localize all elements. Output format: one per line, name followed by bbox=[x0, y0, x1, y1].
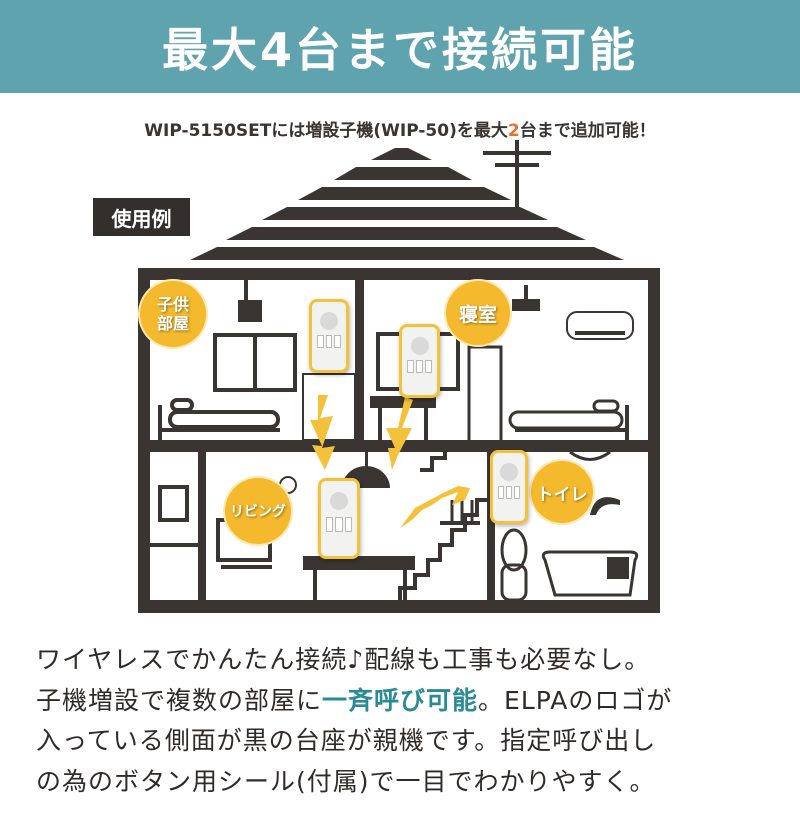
subtitle-before: WIP-5150SETには増設子機(WIP-50)を最大 bbox=[144, 121, 508, 141]
speaker-icon bbox=[500, 462, 518, 481]
description-text-segment: 子機増設で複数の部屋に bbox=[36, 685, 323, 715]
intercom-unit-living-base bbox=[318, 478, 360, 559]
button-panel bbox=[497, 485, 521, 500]
intercom-unit-kids-room bbox=[309, 299, 349, 373]
intercom-unit-toilet bbox=[490, 450, 528, 524]
room-label-toilet: トイレ bbox=[531, 461, 593, 523]
room-label-bedroom: 寝室 bbox=[446, 281, 510, 345]
room-label-text: 寝室 bbox=[458, 303, 497, 326]
subtitle-highlight: 2 bbox=[507, 121, 520, 141]
room-label-text: リビング bbox=[230, 504, 286, 520]
description-text: ワイヤレスでかんたん接続♪配線も工事も必要なし。 子機増設で複数の部屋に一斉呼び… bbox=[36, 640, 776, 802]
house-illustration bbox=[138, 140, 660, 613]
speaker-icon bbox=[410, 336, 429, 355]
room-label-text: トイレ bbox=[536, 484, 588, 505]
description-line: 入っている側面が黒の台座が親機です。指定呼び出し bbox=[36, 726, 657, 755]
description-text-segment: 。ELPAのロゴが bbox=[478, 685, 673, 715]
description-line: ワイヤレスでかんたん接続♪配線も工事も必要なし。 bbox=[36, 645, 651, 674]
room-label-kids-room: 子供 部屋 bbox=[140, 281, 206, 347]
description-emphasis: 一斉呼び可能 bbox=[322, 685, 479, 715]
button-panel bbox=[326, 517, 352, 532]
room-label-text: 部屋 bbox=[156, 314, 189, 333]
description-line: の為のボタン用シール(付属)で一目でわかりやすく。 bbox=[36, 766, 656, 796]
button-panel bbox=[317, 334, 341, 349]
button-panel bbox=[407, 359, 432, 374]
speaker-icon bbox=[320, 311, 338, 330]
header-banner: 最大4台まで接続可能 bbox=[0, 0, 800, 93]
banner-title: 最大4台まで接続可能 bbox=[161, 22, 638, 77]
usage-example-tag: 使用例 bbox=[93, 198, 190, 236]
subtitle-after: 台まで追加可能！ bbox=[519, 121, 656, 141]
subtitle: WIP-5150SETには増設子機(WIP-50)を最大2台まで追加可能！ bbox=[0, 116, 800, 141]
description-line: 子機増設で複数の部屋に一斉呼び可能。ELPAのロゴが bbox=[36, 681, 776, 722]
room-label-text: 子供 bbox=[156, 295, 189, 314]
room-label-living: リビング bbox=[225, 478, 291, 544]
intercom-unit-bedroom bbox=[399, 324, 440, 398]
speaker-icon bbox=[330, 491, 348, 510]
